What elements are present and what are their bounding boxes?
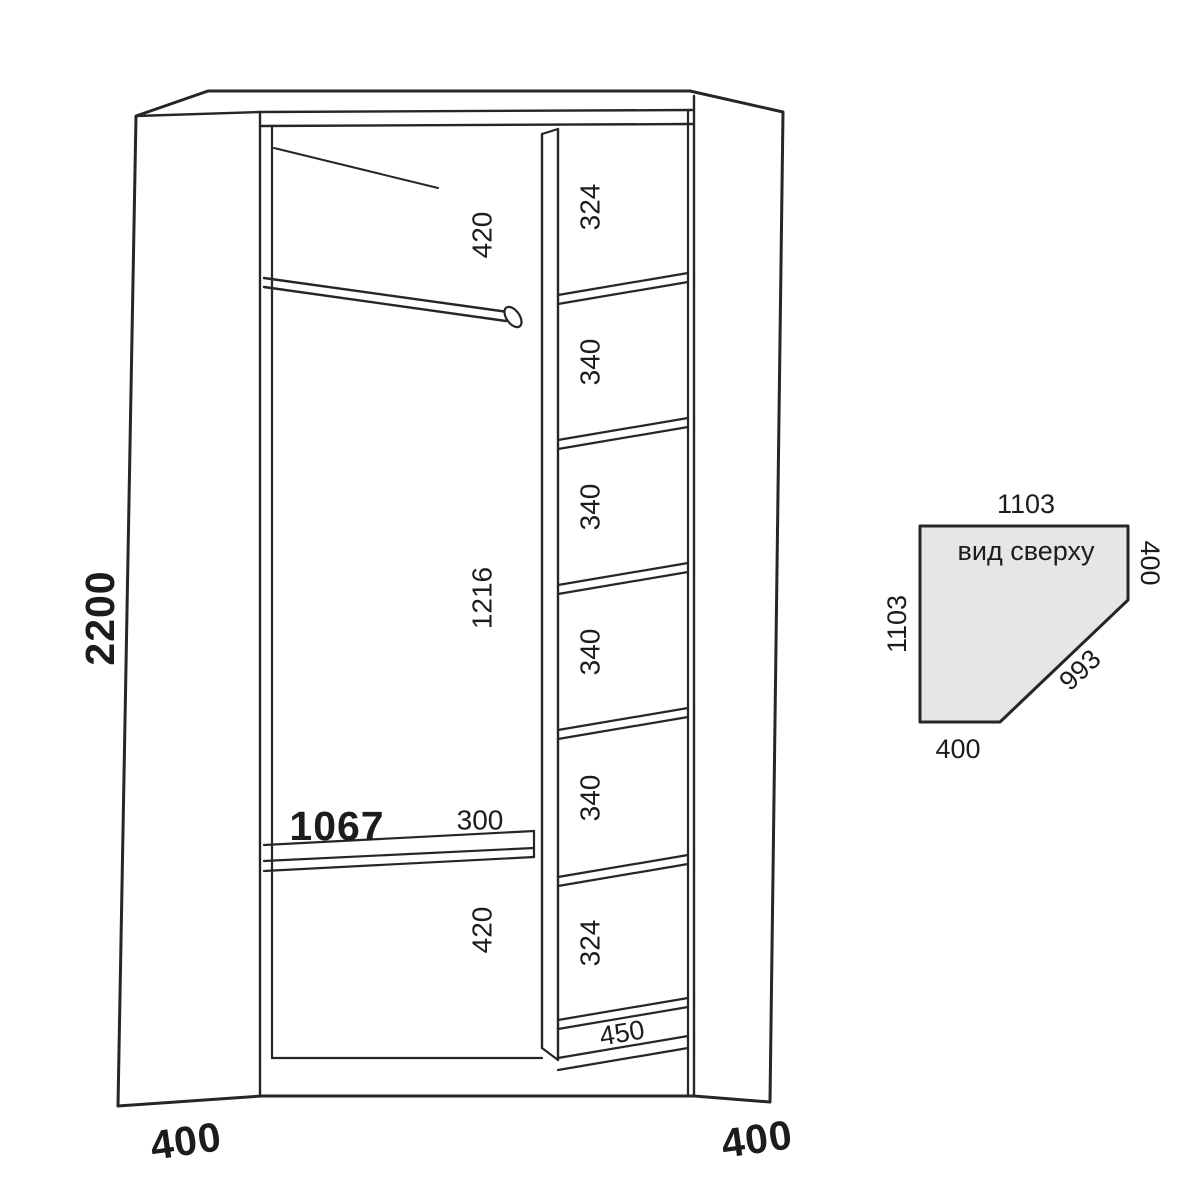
back-corner-slant <box>273 147 439 189</box>
wardrobe-front-view: 420 1216 300 1067 420 324 340 340 340 34… <box>77 89 796 1169</box>
dim-section-2: 340 <box>575 339 606 386</box>
shelf-2-bottom <box>556 425 690 451</box>
shelf-4-top <box>556 706 690 732</box>
opening-top-edge <box>258 108 694 114</box>
dim-shelf-length: 1067 <box>289 803 384 849</box>
dim-topview-bottom: 400 <box>935 734 980 764</box>
shelf-6-top <box>556 996 690 1022</box>
column-floor-bottom <box>556 1046 690 1072</box>
shelf-1-bottom <box>556 280 690 306</box>
shelf-5-top <box>556 853 690 879</box>
top-view-shape <box>918 524 1130 724</box>
dim-section-3: 340 <box>575 484 606 531</box>
lower-shelf-front-bottom <box>262 855 536 873</box>
dim-bottom-shelf-depth: 450 <box>597 1014 646 1051</box>
cabinet-outline <box>116 89 785 1108</box>
rod-end-cap <box>503 305 523 329</box>
dim-rod-to-shelf: 1216 <box>467 567 498 629</box>
dim-overall-height: 2200 <box>77 570 123 665</box>
dim-topview-width: 1103 <box>997 489 1055 519</box>
dim-left-depth: 400 <box>147 1113 224 1168</box>
dim-section-5: 340 <box>575 775 606 822</box>
lower-shelf <box>262 829 536 873</box>
shelf-3-top <box>556 561 690 587</box>
dim-topview-left: 1103 <box>882 595 912 653</box>
shelf-6-bottom <box>556 1005 690 1031</box>
rod-top-line <box>262 276 510 314</box>
shelf-4-bottom <box>556 715 690 741</box>
shelf-3-bottom <box>556 570 690 596</box>
divider-panel <box>540 127 560 1062</box>
dim-shelf-depth: 300 <box>457 805 504 836</box>
top-band-left <box>134 110 262 118</box>
dim-section-4: 340 <box>575 629 606 676</box>
dim-section-6: 324 <box>575 920 606 967</box>
shelf-2-top <box>556 416 690 442</box>
divider-bottom-edge <box>540 1046 560 1062</box>
top-view-title: вид сверху <box>958 536 1095 566</box>
column-floor-top <box>556 1034 690 1060</box>
top-view-inset: вид сверху 1103 400 1103 993 400 <box>882 489 1165 764</box>
shelf-5-bottom <box>556 862 690 888</box>
dim-topview-right: 400 <box>1135 540 1165 585</box>
hanging-rod <box>262 276 523 329</box>
rod-bottom-line <box>262 285 508 323</box>
shelf-column <box>556 271 690 1072</box>
lower-shelf-front-top <box>262 846 536 863</box>
dim-section-1: 324 <box>575 184 606 231</box>
divider-top-edge <box>540 127 560 136</box>
lower-shelf-back <box>262 829 536 847</box>
dim-rod-to-top: 420 <box>467 212 498 259</box>
shelf-1-top <box>556 271 690 297</box>
top-board-bottom <box>258 122 694 128</box>
dim-right-depth: 400 <box>718 1111 795 1166</box>
dim-shelf-to-floor: 420 <box>467 907 498 954</box>
